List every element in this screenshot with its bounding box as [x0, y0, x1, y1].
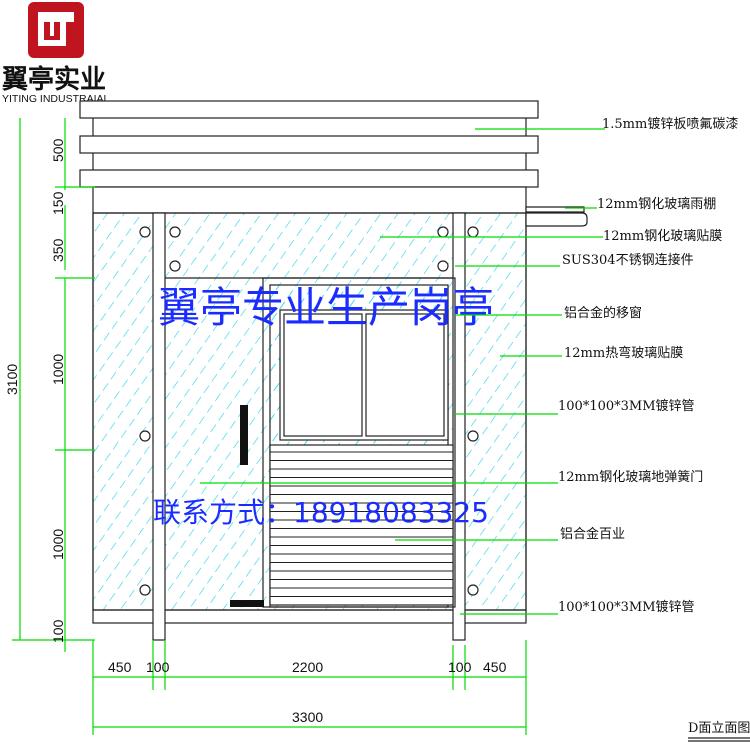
callout-louver: 铝合金百业: [560, 526, 625, 542]
dim-right-post: 100: [448, 659, 472, 675]
callout-steel-tube: 100*100*3MM镀锌管: [558, 398, 695, 414]
connector-bolt: [169, 226, 181, 238]
drawing-title: D面立面图: [688, 721, 750, 736]
dim-left: 450: [108, 659, 132, 675]
logo-name-cn: 翼亭实业: [2, 64, 106, 95]
connectors: [139, 226, 479, 596]
connector-bolt: [437, 226, 449, 238]
connector-bolt: [139, 584, 151, 596]
callout-canopy: 12mm钢化玻璃雨棚: [597, 197, 716, 212]
connector-bolt: [467, 584, 479, 596]
callout-labels: 1.5mm镀锌板喷氟碳漆 12mm钢化玻璃雨棚 12mm钢化玻璃贴膜 SUS30…: [558, 116, 738, 615]
dim-middle: 1000: [50, 354, 66, 385]
booth-body: [92, 186, 588, 641]
dim-lower: 1000: [50, 529, 66, 560]
connector-bolt: [467, 226, 479, 238]
callout-sliding-window: 铝合金的移窗: [564, 305, 642, 321]
callout-door: 12mm钢化玻璃地弹簧门: [558, 469, 703, 485]
dim-base: 100: [50, 619, 66, 643]
connector-bolt: [139, 430, 151, 442]
dim-center: 2200: [292, 659, 323, 675]
dimension-labels: 500 150 350 1000 1000 100 3100 450 100 2…: [4, 138, 507, 725]
louvers: [270, 451, 453, 597]
dim-total-width: 3300: [292, 709, 323, 725]
callout-leaders: [200, 128, 605, 615]
company-logo: 翼亭实业 YITING INDUSTRAIAL: [2, 2, 110, 105]
dim-total-height: 3100: [4, 364, 20, 395]
dim-left-post: 100: [146, 659, 170, 675]
door-handle: [240, 405, 248, 465]
connector-bolt: [467, 430, 479, 442]
connector-bolt: [169, 260, 181, 272]
callout-bent-glass: 12mm热弯玻璃贴膜: [564, 345, 683, 361]
connector-bolt: [437, 260, 449, 272]
roof: [79, 100, 539, 188]
floor-spring: [230, 600, 264, 607]
callout-roof: 1.5mm镀锌板喷氟碳漆: [602, 116, 738, 132]
dim-right: 450: [483, 659, 507, 675]
dim-upper: 350: [50, 238, 66, 262]
dimension-lines: [12, 118, 527, 735]
callout-base-tube: 100*100*3MM镀锌管: [558, 599, 695, 615]
watermark-slogan: 翼亭专业生产岗亭: [158, 283, 494, 332]
connector-bolt: [139, 226, 151, 238]
dim-fascia: 150: [50, 191, 66, 215]
dim-roof: 500: [50, 138, 66, 162]
callout-connector: SUS304不锈钢连接件: [562, 252, 694, 268]
callout-glass-film: 12mm钢化玻璃贴膜: [603, 229, 722, 244]
watermark-contact: 联系方式：18918083325: [153, 496, 489, 529]
